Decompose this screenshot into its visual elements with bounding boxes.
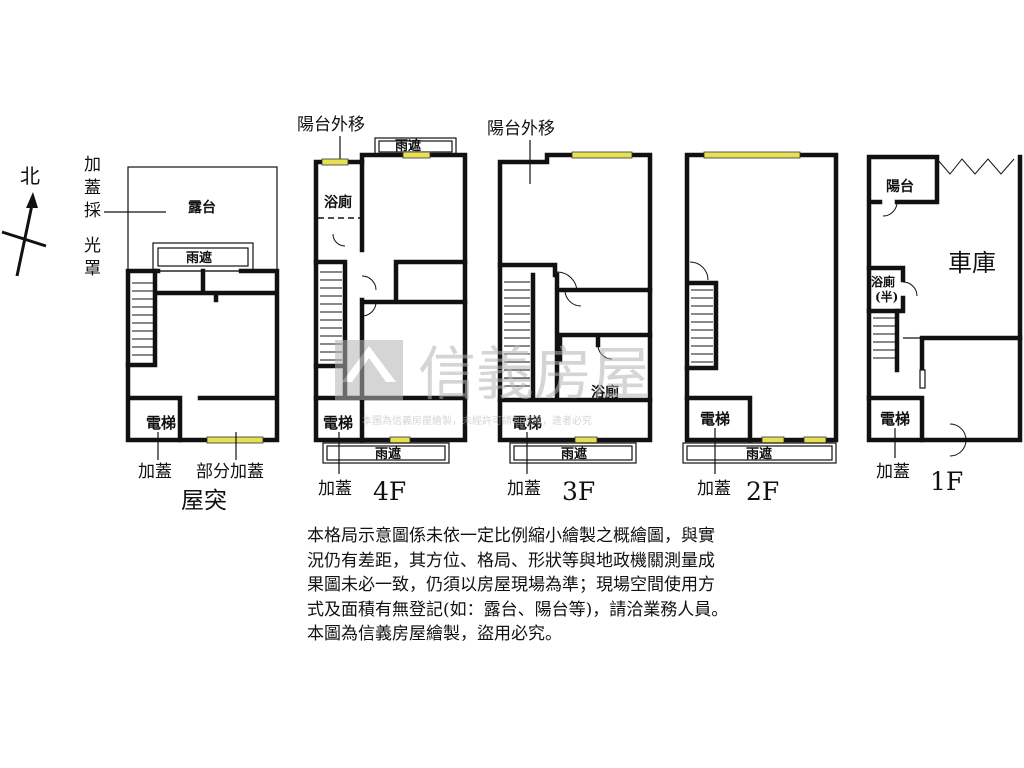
disclaimer-line: 況仍有差距，其方位、格局、形狀等與地政機關測量成: [307, 550, 715, 571]
roof-canopy-label: 雨遮: [186, 250, 212, 266]
3f-balcony-note: 陽台外移: [487, 119, 555, 139]
floor-plan-2f: 雨遮 電梯 加蓋 2F: [682, 151, 839, 506]
roof-floor-title: 屋突: [181, 488, 227, 514]
3f-door: [597, 344, 613, 360]
1f-garage-label: 車庫: [948, 249, 996, 277]
floor-plan-3f: 陽台外移 浴廁 雨遮 電梯 加蓋 3F: [487, 119, 653, 506]
1f-inner-walls: [866, 265, 1023, 443]
4f-window: [389, 436, 411, 444]
3f-floor-title: 3F: [562, 477, 595, 506]
roof-skylight-char: 光: [84, 236, 101, 256]
1f-entrance-door: [949, 423, 967, 457]
4f-window: [402, 151, 431, 159]
3f-door: [556, 271, 578, 293]
compass-arrowhead-icon: [26, 192, 38, 208]
roof-window: [206, 436, 264, 444]
1f-door: [882, 201, 898, 217]
compass: 北: [1, 164, 47, 277]
disclaimer-text: 本格局示意圖係未依一定比例縮小繪製之概繪圖，與實 況仍有差距，其方位、格局、形狀…: [307, 524, 847, 647]
4f-door: [361, 275, 377, 291]
2f-canopy-bottom: [682, 442, 837, 464]
2f-inner-walls: [684, 280, 753, 443]
2f-window: [703, 151, 801, 159]
3f-canopy-bottom: [509, 442, 637, 464]
roof-skylight-note: 加 蓋 採 光 罩: [84, 155, 101, 279]
2f-elevator-label: 電梯: [700, 410, 730, 428]
3f-door: [564, 289, 582, 307]
2f-stairs: [691, 289, 713, 363]
compass-crossbar: [1, 230, 47, 248]
2f-door: [689, 261, 709, 281]
4f-elevator-label: 電梯: [323, 414, 353, 432]
roof-addon-label: 加蓋: [138, 462, 172, 482]
1f-elevator-label: 電梯: [880, 410, 910, 428]
3f-window: [574, 436, 598, 444]
3f-window: [571, 151, 633, 159]
3f-addon-label: 加蓋: [507, 479, 541, 499]
2f-canopy-bottom-label: 雨遮: [746, 446, 772, 462]
compass-north-label: 北: [20, 164, 40, 188]
disclaimer-line: 果圖未必一致，仍須以房屋現場為準；現場空間使用方: [307, 575, 715, 595]
roof-skylight-char: 罩: [84, 259, 101, 279]
4f-canopy-top-label: 雨遮: [395, 138, 421, 154]
1f-floor-title: 1F: [930, 467, 963, 496]
roof-terrace-label: 露台: [188, 199, 216, 216]
watermark-brand: 信義房屋: [418, 340, 650, 408]
roof-skylight-char: 採: [84, 201, 101, 221]
roof-stairs: [132, 282, 153, 356]
1f-balcony-label: 陽台: [886, 178, 914, 195]
roof-skylight-char: 蓋: [84, 178, 101, 198]
watermark-small-text: 本圖為信義房屋繪製，未經許可請勿盜用，違者必究: [362, 414, 592, 427]
3f-elevator-label: 電梯: [512, 414, 542, 432]
1f-door: [902, 281, 918, 297]
2f-window: [761, 436, 785, 444]
floor-plan-4f: 陽台外移 雨遮 浴廁 雨遮 電梯 加蓋 4F: [297, 115, 468, 506]
3f-stairs: [504, 281, 530, 387]
disclaimer-line: 本格局示意圖係未依一定比例縮小繪製之概繪圖，與實: [307, 526, 715, 546]
roof-elevator-label: 電梯: [146, 414, 176, 432]
watermark: 信義房屋 本圖為信義房屋繪製，未經許可請勿盜用，違者必究: [335, 340, 650, 427]
3f-outer-walls: [497, 152, 653, 443]
4f-window: [321, 158, 349, 166]
4f-door: [332, 233, 346, 247]
1f-half-bath-label: 浴廁: [871, 274, 895, 289]
4f-balcony-note: 陽台外移: [297, 115, 365, 135]
4f-canopy-bottom-label: 雨遮: [375, 446, 401, 462]
4f-bath-label: 浴廁: [324, 194, 352, 211]
4f-canopy-bottom: [322, 442, 450, 464]
3f-bath-label: 浴廁: [591, 384, 619, 401]
4f-door: [361, 301, 377, 317]
3f-inner-walls: [497, 262, 653, 403]
2f-addon-label: 加蓋: [697, 479, 731, 499]
roof-partial-addon-label: 部分加蓋: [196, 462, 264, 482]
1f-stairs: [873, 317, 895, 359]
2f-floor-title: 2F: [746, 477, 779, 506]
3f-canopy-bottom-label: 雨遮: [561, 446, 587, 462]
1f-half-bath-suffix: (半): [875, 289, 898, 304]
1f-folding-gate: [936, 158, 1015, 175]
2f-window: [803, 436, 827, 444]
floor-plan-roof: 露台 加 蓋 採 光 罩 雨遮 電梯 加蓋 部分加蓋 屋突: [84, 155, 280, 514]
disclaimer-line: 本圖為信義房屋繪製，盜用必究。: [307, 624, 562, 644]
4f-addon-label: 加蓋: [318, 479, 352, 499]
1f-outer-walls: [866, 154, 1023, 443]
1f-addon-label: 加蓋: [876, 462, 910, 482]
roof-inner-walls: [125, 268, 278, 443]
disclaimer-line: 式及面積有無登記(如：露台、陽台等)，請洽業務人員。: [307, 599, 729, 620]
floor-plan-1f: 陽台 車庫 浴廁 (半) 電梯 加蓋 1F: [866, 154, 1023, 496]
4f-floor-title: 4F: [373, 477, 406, 506]
roof-skylight-char: 加: [84, 155, 101, 175]
